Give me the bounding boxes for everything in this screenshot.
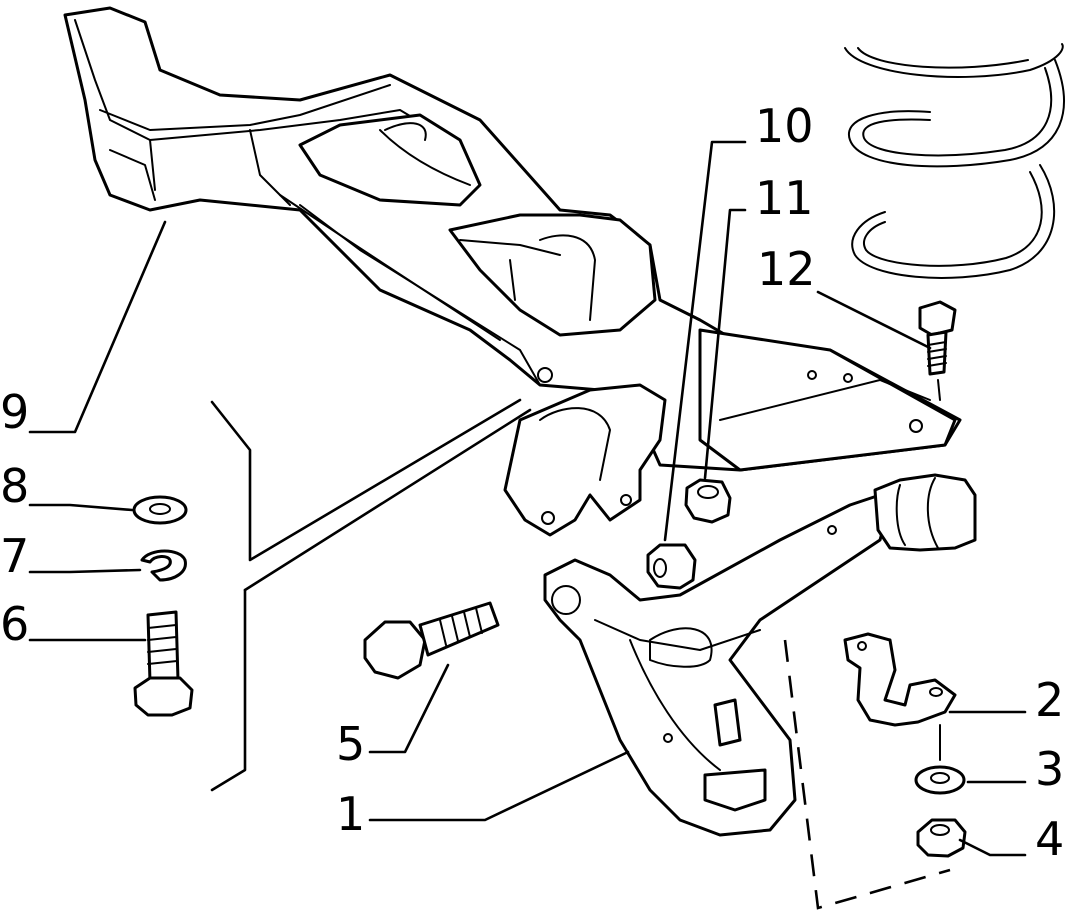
spring-washer-7 (140, 549, 187, 582)
callout-12: 12 (757, 242, 816, 296)
callout-10: 10 (755, 99, 814, 153)
callout-3: 3 (1035, 742, 1064, 796)
leader-lines (28, 140, 1027, 857)
assembly-axis-lines (210, 379, 951, 910)
washer-8 (132, 495, 188, 525)
callout-8: 8 (0, 459, 29, 513)
callout-11: 11 (755, 171, 814, 225)
coil-spring (844, 43, 1065, 279)
callout-2: 2 (1035, 673, 1064, 727)
control-arm (543, 473, 977, 837)
callout-6: 6 (0, 597, 29, 651)
nut-11 (684, 478, 732, 524)
washer-3 (914, 765, 966, 795)
bolt-12 (918, 300, 957, 376)
nut-4 (916, 818, 967, 858)
callout-9: 9 (0, 385, 29, 439)
bolt-6 (133, 610, 194, 717)
bolt-5 (363, 601, 500, 680)
callout-4: 4 (1035, 812, 1064, 866)
crossmember (63, 6, 962, 537)
callout-5: 5 (336, 717, 365, 771)
clamp-2 (843, 632, 957, 727)
nut-10 (646, 543, 697, 590)
callout-labels: 1 2 3 4 5 6 7 8 9 10 11 12 (0, 99, 1064, 866)
callout-7: 7 (0, 529, 29, 583)
callout-1: 1 (336, 787, 365, 841)
